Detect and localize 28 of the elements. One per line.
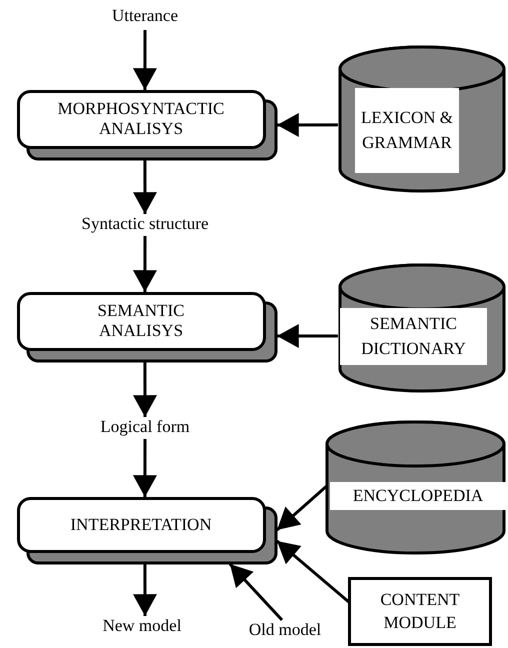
flow-label: Syntactic structure (80, 214, 210, 234)
flow-label: New model (102, 616, 182, 636)
flow-label: Utterance (110, 6, 180, 26)
process-box (17, 90, 277, 160)
flow-label: Old model (248, 620, 322, 640)
database-cylinder (338, 45, 506, 193)
arrow (132, 564, 157, 616)
arrow (277, 324, 338, 348)
box-label: MORPHOSYNTACTIC ANALISYS (56, 98, 226, 140)
process-box (17, 497, 277, 564)
module-box (348, 577, 492, 646)
arrow (132, 236, 157, 292)
database-cylinder (325, 420, 506, 555)
database-label: LEXICON & GRAMMAR (355, 88, 459, 173)
arrow (277, 112, 338, 137)
database-cylinder (338, 263, 506, 393)
arrow (228, 562, 284, 622)
arrow (132, 30, 157, 90)
box-label: INTERPRETATION (69, 514, 213, 536)
flow-label: Logical form (99, 417, 191, 437)
database-label: ENCYCLOPEDIA (330, 482, 506, 510)
arrow (132, 439, 157, 497)
arrow (132, 362, 157, 417)
box-label: CONTENT MODULE (379, 588, 461, 634)
process-box (17, 292, 277, 362)
database-label: SEMANTIC DICTIONARY (340, 308, 487, 365)
box-label: SEMANTIC ANALISYS (96, 300, 186, 342)
arrow (132, 160, 157, 214)
